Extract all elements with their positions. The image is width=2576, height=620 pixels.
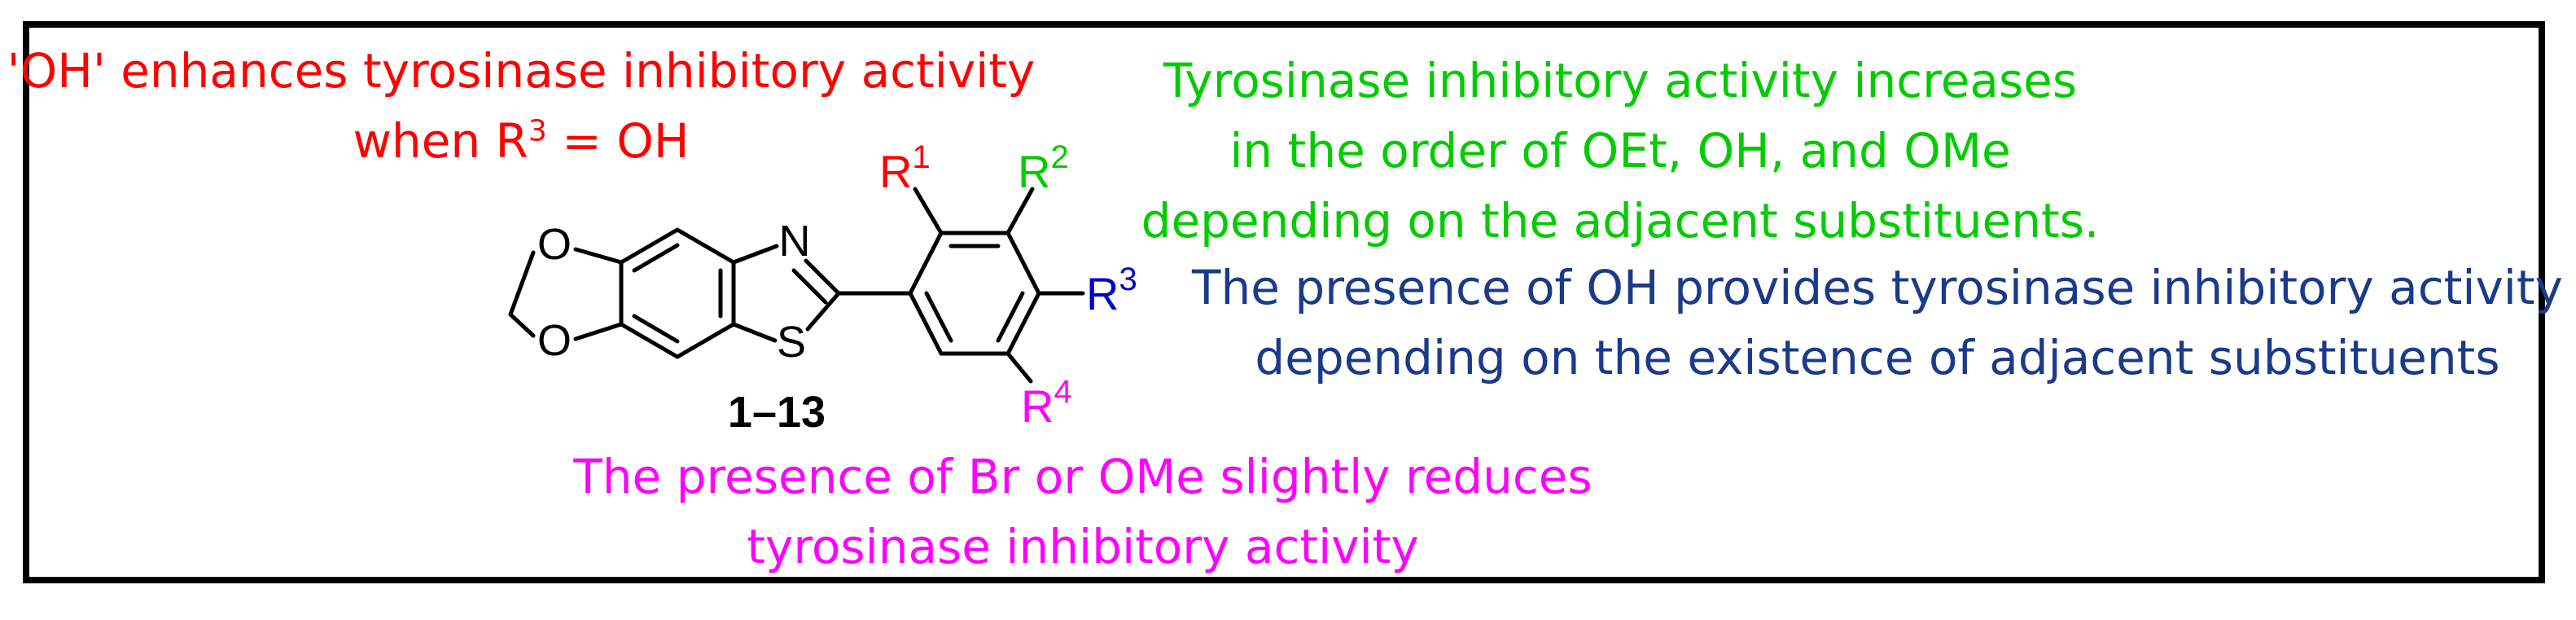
annotation-r2-order: Tyrosinase inhibitory activity increases…: [1141, 46, 2100, 256]
bond-obottom-c: [573, 322, 624, 341]
bond-n-c2-double: [791, 268, 828, 305]
annotation-r1-line2-sup: 3: [528, 114, 547, 148]
bond-benzo-4: [675, 322, 736, 359]
bond-ph-double-3: [924, 291, 953, 343]
substituent-r2-sup: 2: [1050, 139, 1068, 175]
annotation-r2-line2: in the order of OEt, OH, and OMe: [1229, 123, 2011, 178]
substituent-r3-base: R: [1086, 268, 1119, 319]
annotation-r2-line3: depending on the adjacent substituents.: [1141, 193, 2100, 248]
annotation-r4-line1: The presence of Br or OMe slightly reduc…: [573, 449, 1592, 504]
diagram-frame: [23, 21, 2545, 583]
bond-ph-4: [1005, 291, 1041, 356]
atom-oxygen-top: O: [537, 220, 572, 269]
substituent-r4-sup: 4: [1054, 374, 1071, 410]
substituent-r1-base: R: [879, 146, 912, 197]
bond-c-n: [731, 244, 779, 265]
substituent-r3-sup: 3: [1119, 262, 1137, 297]
substituent-r4: R4: [1021, 374, 1072, 432]
structure-substituents: R1 R2 R3 R4: [879, 139, 1137, 432]
annotation-r1-line1: 'OH' enhances tyrosinase inhibitory acti…: [7, 43, 1036, 99]
atom-nitrogen: N: [779, 217, 811, 266]
substituent-r4-base: R: [1021, 380, 1054, 432]
bond-ph-3: [1005, 231, 1041, 296]
bond-benzo-5: [619, 322, 680, 359]
annotation-r3-line1: The presence of OH provides tyrosinase i…: [1192, 260, 2563, 315]
bond-ph-6: [908, 291, 944, 356]
substituent-r1-sup: 1: [912, 139, 930, 175]
bond-benzo-1: [619, 227, 680, 265]
bond-benzo-double-1: [632, 243, 680, 273]
annotation-r1-line2-prefix: when R: [353, 113, 528, 169]
bond-r4: [1005, 351, 1033, 384]
bond-c-s: [731, 322, 778, 343]
bond-s-c2: [805, 291, 841, 332]
substituent-r2-base: R: [1018, 146, 1050, 197]
bond-ph-1: [908, 231, 944, 296]
structure-bonds: [508, 187, 1085, 384]
annotation-r1-line2-suffix: = OH: [546, 113, 690, 169]
bond-ph-double-2: [996, 291, 1025, 343]
substituent-r2: R2: [1018, 139, 1069, 197]
bond-ch2-obottom: [508, 312, 536, 338]
annotation-r1-line2: when R3 = OH: [7, 106, 1036, 176]
bond-r2: [1005, 187, 1035, 235]
atom-sulfur: S: [777, 318, 806, 367]
structure-atoms: O O N S: [537, 217, 811, 367]
bond-ch2-otop: [508, 250, 536, 317]
atom-oxygen-bottom: O: [537, 316, 572, 365]
substituent-r1: R1: [879, 139, 931, 197]
bond-benzo-2: [675, 227, 736, 265]
annotation-r4-line2: tyrosinase inhibitory activity: [747, 519, 1419, 574]
bond-otop-c: [573, 247, 624, 265]
substituent-r3: R3: [1086, 262, 1137, 319]
annotation-r3-line2: depending on the existence of adjacent s…: [1255, 330, 2500, 385]
annotation-r3-oh: The presence of OH provides tyrosinase i…: [1192, 253, 2563, 393]
annotation-r4-br-ome: The presence of Br or OMe slightly reduc…: [573, 442, 1592, 582]
compound-label: 1–13: [728, 388, 826, 437]
bond-benzo-double-3: [632, 314, 680, 344]
bond-r1: [913, 187, 944, 235]
annotation-r2-line1: Tyrosinase inhibitory activity increases: [1163, 53, 2078, 108]
annotation-r1-oh: 'OH' enhances tyrosinase inhibitory acti…: [7, 36, 1036, 176]
bond-n-c2: [804, 258, 841, 296]
